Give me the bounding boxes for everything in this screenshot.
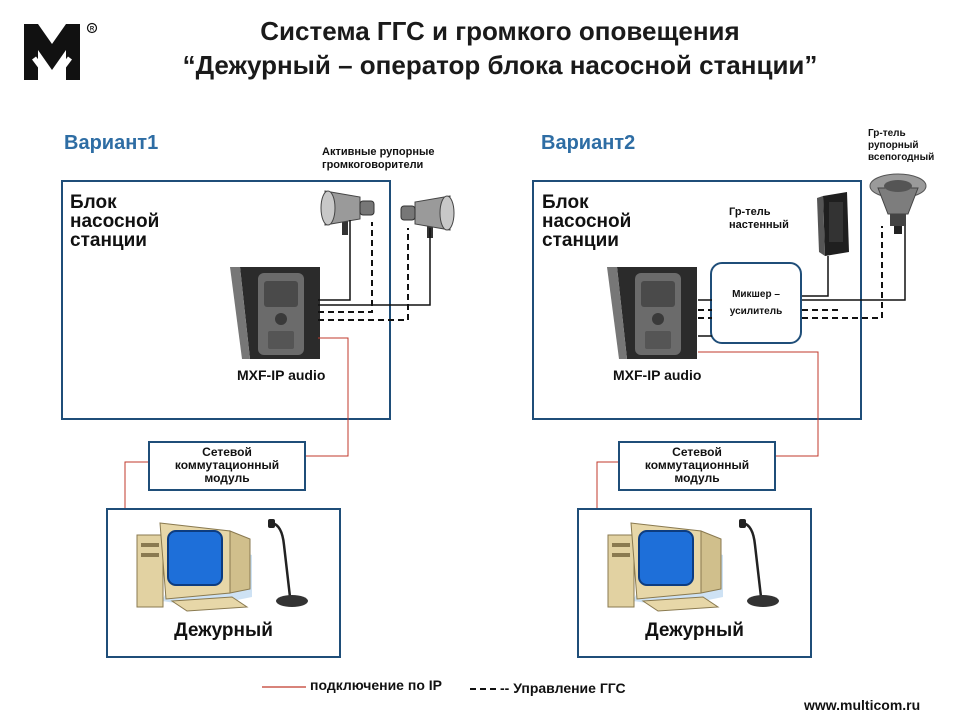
footer-website: www.multicom.ru [804,697,921,713]
variant1-block-line1: Блок [70,192,117,213]
variant2-horn-line1: Гр-тель [868,128,906,139]
variant2-block-line2: насосной [542,211,632,232]
variant2-wall-speaker-line2: настенный [729,219,789,231]
variant1-block-line3: станции [70,230,147,251]
variant2-switch-line1: Сетевой [672,445,722,459]
horn-speaker-icon [869,173,927,234]
variant2-title: Вариант2 [541,132,636,154]
variant2-switch-line3: модуль [674,471,720,485]
variant2-device-label: MXF-IP audio [613,367,702,383]
horn-speaker-icon [320,190,375,235]
legend-ip-label: подключение по IP [310,677,442,693]
variant1-operator-label: Дежурный [174,620,273,641]
variant1-network-switch: Сетевой коммутационный модуль [148,441,306,491]
workstation-icon [136,519,308,612]
variant1-speakers-line2: громкоговорители [322,159,424,171]
intercom-panel-icon [230,267,320,359]
variant1-device-label: MXF-IP audio [237,367,326,383]
variant2-horn-label: Гр-тель рупорный всепогодный [868,128,934,164]
variant1-switch-line3: модуль [204,471,250,485]
variant2-horn-line3: всепогодный [868,152,935,163]
variant1-block-label: Блок насосной станции [70,193,159,250]
variant2-mixer-line1: Микшер – [732,289,780,300]
page-title-line2: “Дежурный – оператор блока насосной стан… [182,50,818,80]
variant2-network-switch: Сетевой коммутационный модуль [618,441,776,491]
variant2-horn-line2: рупорный [868,140,919,151]
variant1-title: Вариант1 [64,132,159,154]
variant1-block-line2: насосной [70,211,160,232]
variant2-mixer-amplifier: Микшер – усилитель [710,262,802,344]
variant2-switch-line2: коммутационный [644,458,750,472]
variant1-switch-line2: коммутационный [174,458,280,472]
variant1-speakers-line1: Активные рупорные [322,146,435,158]
legend-ip-line [262,686,306,688]
multicom-logo: R [24,22,98,87]
intercom-panel-icon [607,267,697,359]
page-title-line1: Система ГГС и громкого оповещения [260,16,740,46]
variant1-speakers-label: Активные рупорные громкоговорители [322,146,435,172]
svg-text:R: R [90,27,95,33]
variant2-block-line3: станции [542,230,619,251]
workstation-icon [607,519,779,612]
variant2-mixer-line2: усилитель [729,306,783,317]
legend-ggs-label: -- Управление ГГС [500,680,626,696]
horn-speaker-icon [400,195,455,238]
variant2-block-line1: Блок [542,192,589,213]
variant2-wall-speaker-line1: Гр-тель [729,206,771,218]
variant2-block-label: Блок насосной станции [542,193,631,250]
wall-speaker-icon [817,192,849,256]
variant2-operator-label: Дежурный [645,620,744,641]
variant2-wall-speaker-label: Гр-тель настенный [729,206,789,232]
variant1-switch-line1: Сетевой [202,445,252,459]
legend-ggs-line [470,688,498,690]
